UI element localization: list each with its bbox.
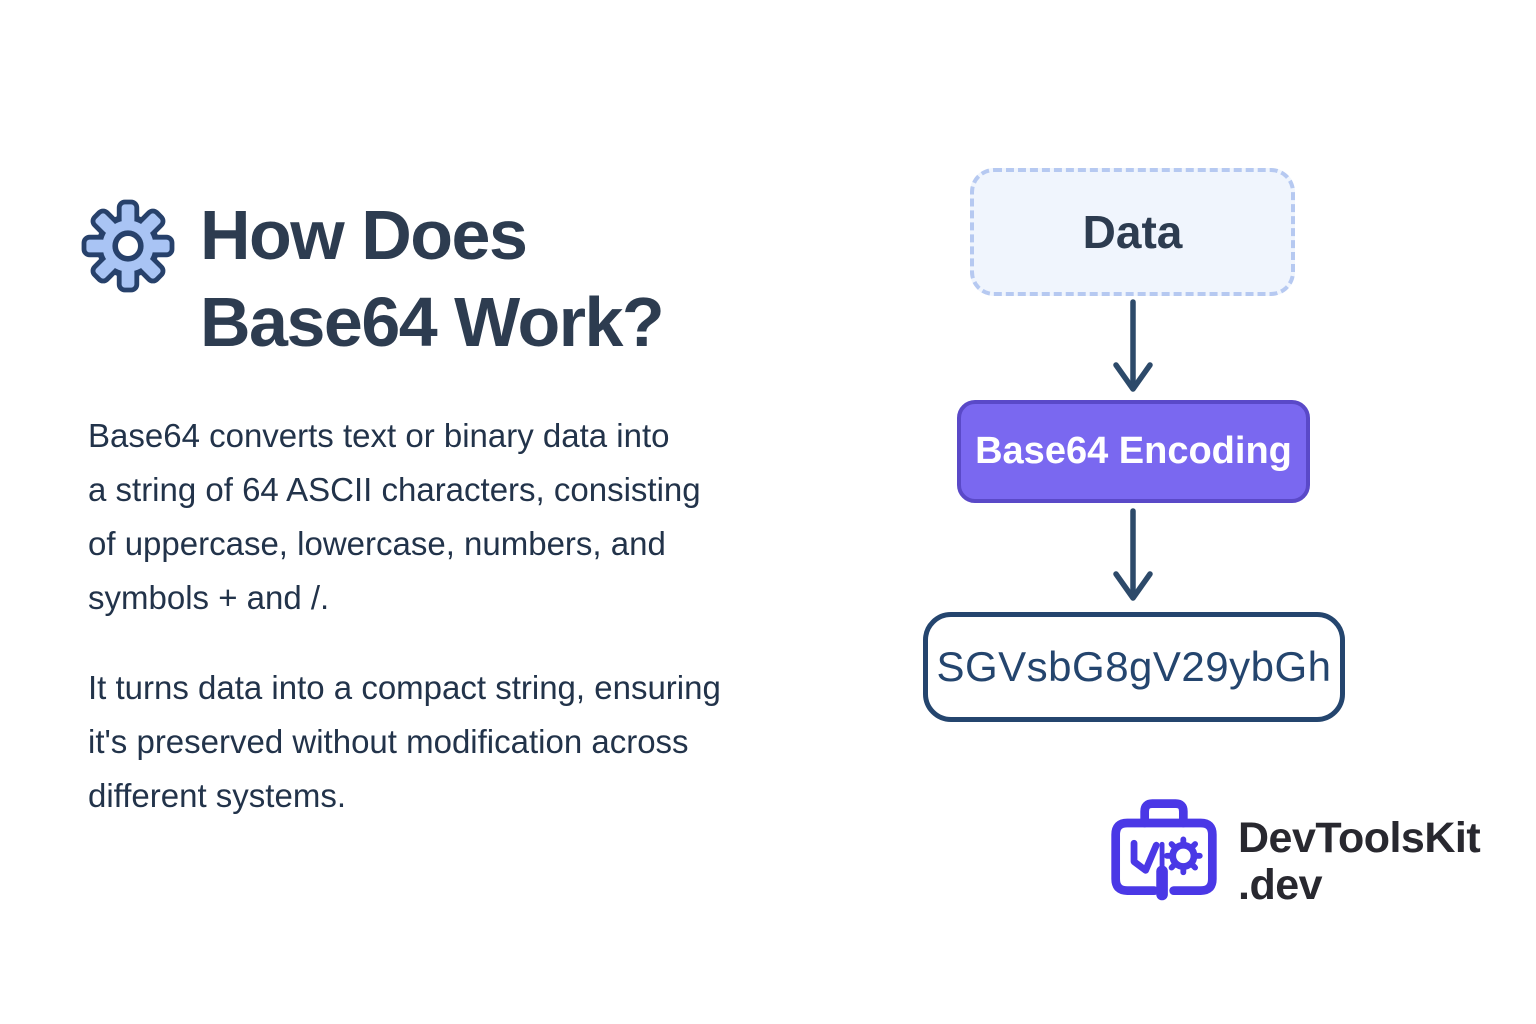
brand-logo: DevToolsKit .dev (1106, 793, 1481, 909)
title-line-2: Base64 Work? (200, 282, 665, 361)
arrow-down-icon (1113, 299, 1153, 392)
arrow-down-icon (1113, 508, 1153, 601)
gear-icon (81, 199, 175, 293)
detail-paragraph: It turns data into a compact string, ens… (88, 669, 721, 814)
title-line-1: How Does (200, 196, 528, 274)
intro-paragraph: Base64 converts text or binary data into… (88, 417, 701, 616)
diagram-node-output: SGVsbG8gV29ybGh (923, 612, 1345, 722)
toolbox-icon (1111, 799, 1217, 901)
diagram-node-encoding: Base64 Encoding (957, 400, 1310, 503)
brand-text: DevToolsKit .dev (1238, 814, 1481, 909)
brand-tld: .dev (1238, 861, 1323, 909)
diagram-node-data: Data (970, 168, 1295, 296)
brand-name: DevToolsKit (1238, 814, 1481, 862)
